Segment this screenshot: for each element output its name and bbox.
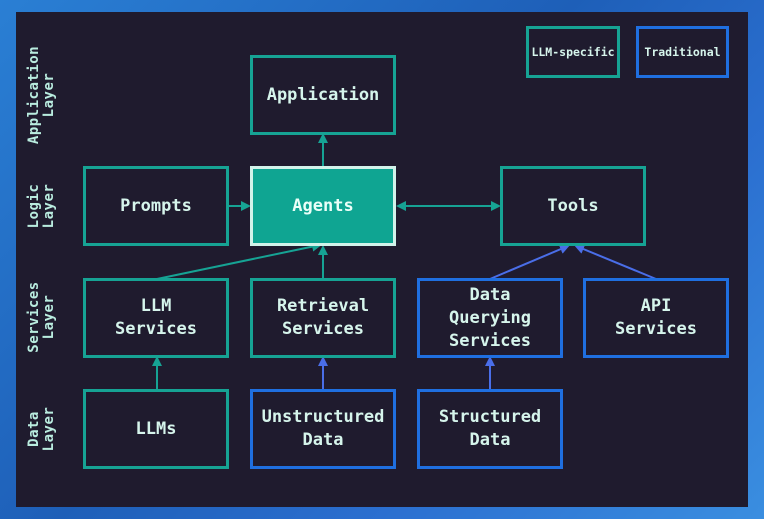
node-tools: Tools — [500, 166, 646, 246]
node-structured-data: Structured Data — [417, 389, 563, 469]
arrow-data-querying-to-tools — [489, 244, 570, 280]
node-llm-services: LLM Services — [83, 278, 229, 358]
node-unstructured-data: Unstructured Data — [250, 389, 396, 469]
node-application: Application — [250, 55, 396, 135]
node-data-querying-services: Data Querying Services — [417, 278, 563, 358]
node-retrieval-services: Retrieval Services — [250, 278, 396, 358]
node-prompts: Prompts — [83, 166, 229, 246]
arrow-llm-services-to-agents — [156, 241, 322, 280]
node-agents: Agents — [250, 166, 396, 246]
node-api-services: API Services — [583, 278, 729, 358]
arrow-api-to-tools — [574, 244, 657, 280]
node-llms: LLMs — [83, 389, 229, 469]
legend-traditional: Traditional — [636, 26, 729, 78]
legend-llm-specific: LLM-specific — [526, 26, 620, 78]
